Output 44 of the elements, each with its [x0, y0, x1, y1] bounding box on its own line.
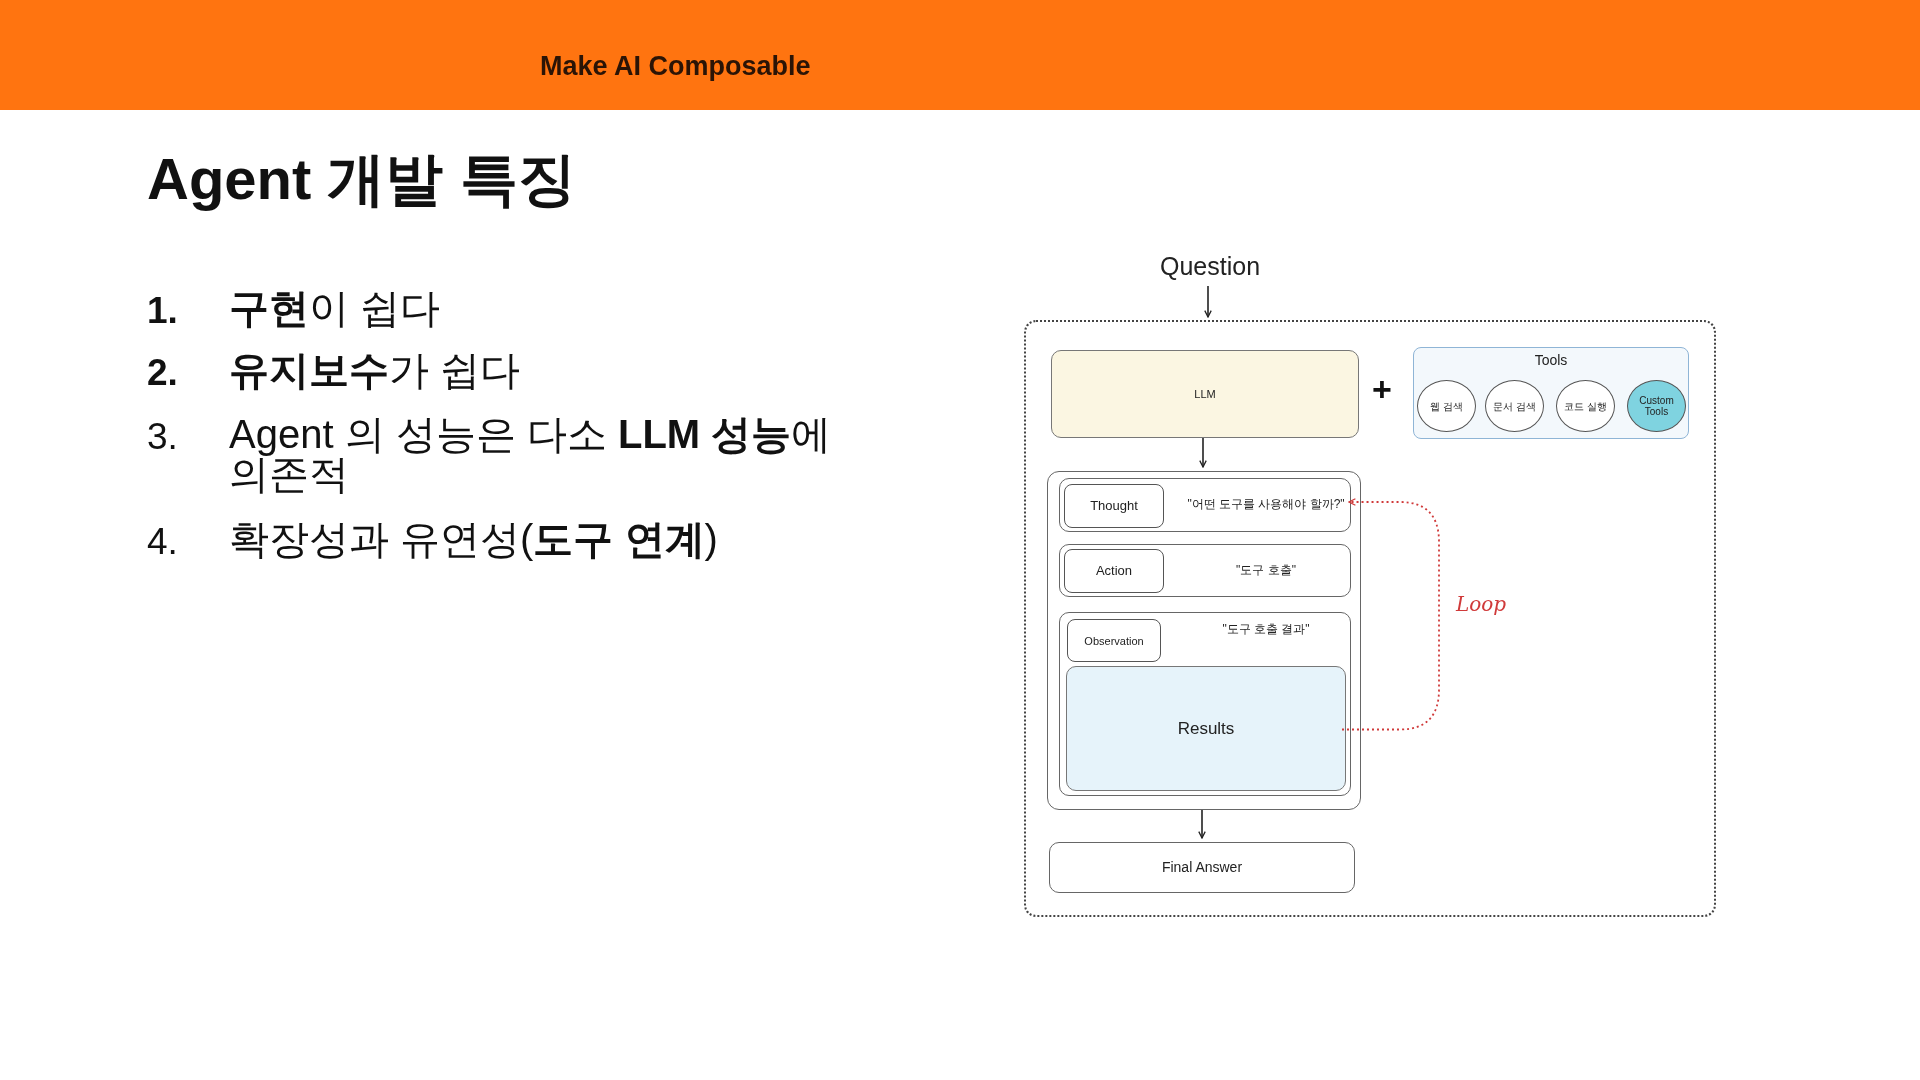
list-item: 구현이 쉽다	[229, 288, 441, 328]
box-label: Custom Tools	[1638, 395, 1675, 417]
step-text: "도구 호출"	[1235, 563, 1297, 578]
arrow	[1341, 498, 1440, 731]
step-row	[1059, 612, 1351, 796]
arrow	[1198, 809, 1206, 839]
list-item: 확장성과 유연성(도구 연계)	[229, 519, 718, 559]
answer-box	[1049, 842, 1355, 893]
llm-box	[1051, 350, 1359, 438]
box-label: 웹 검색	[1429, 400, 1464, 412]
step-text: "도구 호출 결과"	[1221, 623, 1311, 637]
step-row	[1059, 544, 1351, 597]
tool-ellipse	[1556, 380, 1615, 432]
list-number: 3.	[147, 418, 178, 455]
tool-ellipse	[1627, 380, 1686, 432]
box-label: Action	[1094, 563, 1134, 579]
step-label-box	[1064, 549, 1164, 593]
list-item: Agent 의 성능은 다소 LLM 성능에 의존적	[229, 414, 833, 494]
box-label: 코드 실행	[1563, 400, 1608, 412]
box-label: Observation	[1083, 634, 1145, 647]
box-label: LLM	[1193, 387, 1217, 401]
box-label: Tools	[1533, 353, 1569, 369]
tools-panel	[1413, 347, 1689, 439]
list-number: 2.	[147, 354, 178, 391]
step-text: "어떤 도구를 사용해야 할까?"	[1186, 498, 1346, 512]
list-item: 유지보수가 쉽다	[229, 350, 521, 390]
list-number: 1.	[147, 292, 178, 329]
tool-ellipse	[1417, 380, 1476, 432]
list-number: 4.	[147, 523, 178, 560]
box-label: Thought	[1089, 498, 1139, 514]
plus-sign: +	[1372, 372, 1392, 406]
step-label-box	[1067, 619, 1161, 662]
step-label-box	[1064, 484, 1164, 528]
header-text: Make AI Composable	[540, 53, 811, 80]
box-label: 문서 검색	[1492, 400, 1537, 412]
dashed-frame	[1024, 320, 1716, 917]
tool-ellipse	[1485, 380, 1544, 432]
arrow	[1204, 285, 1212, 318]
loop-container	[1047, 471, 1361, 810]
step-row	[1059, 478, 1351, 532]
results-box	[1066, 666, 1346, 791]
box-label: Final Answer	[1160, 859, 1244, 876]
box-label: Results	[1176, 719, 1236, 738]
arrow	[1199, 437, 1207, 468]
